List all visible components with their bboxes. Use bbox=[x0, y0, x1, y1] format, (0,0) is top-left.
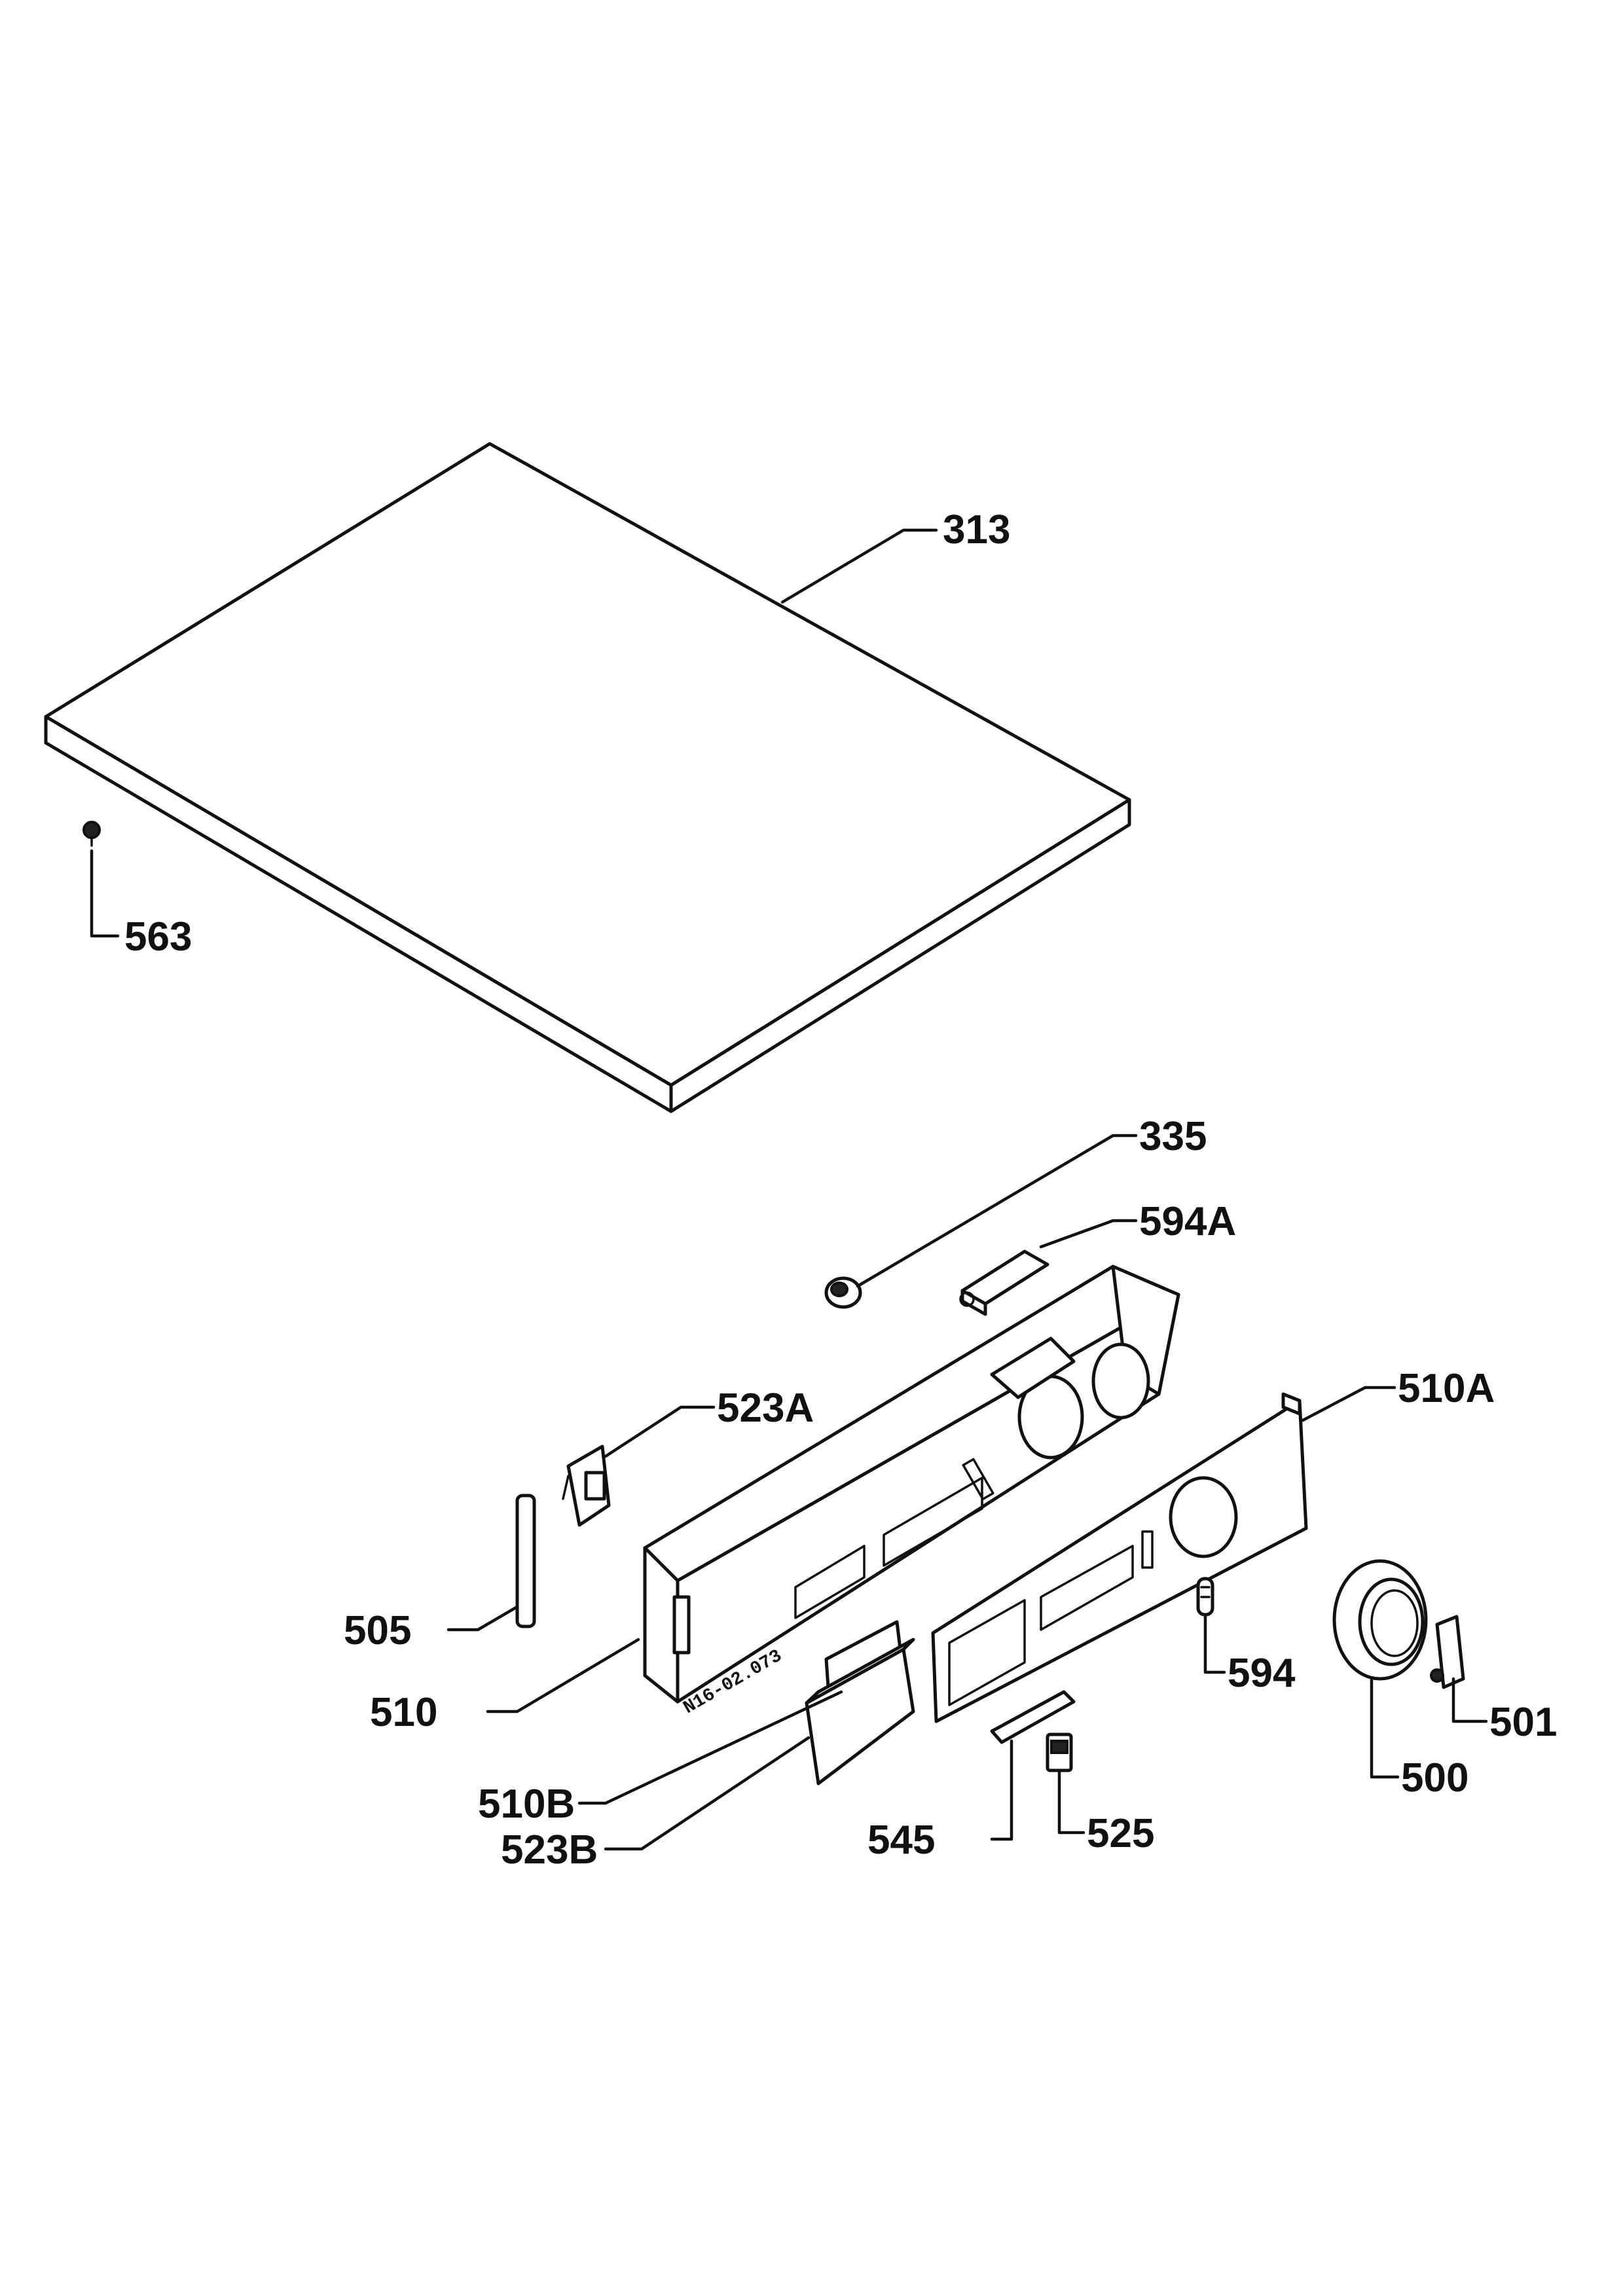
part-335-knob-cap bbox=[824, 1276, 862, 1309]
part-523b-bracket bbox=[805, 1638, 915, 1785]
part-525-block bbox=[1046, 1732, 1073, 1772]
leader-594 bbox=[1203, 1615, 1226, 1674]
label-523b: 523B bbox=[501, 1827, 598, 1873]
leader-505 bbox=[447, 1605, 519, 1632]
leader-501 bbox=[1451, 1677, 1488, 1723]
part-500-ring bbox=[1332, 1559, 1428, 1681]
part-510-control-panel: N16-02.073 bbox=[643, 1265, 1180, 1719]
label-501: 501 bbox=[1489, 1700, 1557, 1745]
label-510: 510 bbox=[370, 1690, 437, 1735]
part-510a-fascia bbox=[931, 1392, 1308, 1723]
label-594: 594 bbox=[1228, 1651, 1296, 1696]
leader-335 bbox=[856, 1134, 1138, 1288]
leader-500 bbox=[1370, 1677, 1400, 1779]
label-510b: 510B bbox=[478, 1782, 575, 1827]
leader-510 bbox=[486, 1638, 640, 1713]
leader-523a bbox=[604, 1405, 716, 1458]
label-563: 563 bbox=[124, 914, 192, 960]
label-545: 545 bbox=[867, 1818, 935, 1863]
part-545-strip bbox=[990, 1690, 1076, 1744]
part-523a-clip bbox=[562, 1444, 611, 1527]
label-594a: 594A bbox=[1139, 1199, 1236, 1244]
leader-lines bbox=[90, 528, 1488, 1851]
leader-545 bbox=[990, 1739, 1013, 1841]
leader-525 bbox=[1057, 1770, 1085, 1835]
label-525: 525 bbox=[1087, 1811, 1154, 1856]
part-labels: 313 563 335 594A 523A 510A 505 510 594 5… bbox=[124, 507, 1557, 1873]
leader-510b bbox=[577, 1690, 843, 1805]
label-313: 313 bbox=[943, 507, 1010, 552]
leader-594a bbox=[1039, 1219, 1138, 1249]
part-501-switch bbox=[1430, 1615, 1465, 1689]
leader-313 bbox=[780, 528, 938, 604]
part-505-strip bbox=[515, 1494, 536, 1628]
label-335: 335 bbox=[1139, 1114, 1207, 1159]
part-594a-button bbox=[959, 1249, 1049, 1316]
label-510a: 510A bbox=[1398, 1366, 1495, 1411]
part-563-screw bbox=[82, 821, 101, 847]
label-523a: 523A bbox=[717, 1386, 814, 1431]
leader-523b bbox=[604, 1736, 811, 1851]
part-313-worktop bbox=[44, 442, 1131, 1113]
leader-563 bbox=[90, 849, 120, 938]
label-500: 500 bbox=[1401, 1755, 1468, 1801]
part-594-button bbox=[1196, 1577, 1214, 1617]
label-505: 505 bbox=[344, 1608, 411, 1653]
leader-510a bbox=[1301, 1386, 1396, 1422]
